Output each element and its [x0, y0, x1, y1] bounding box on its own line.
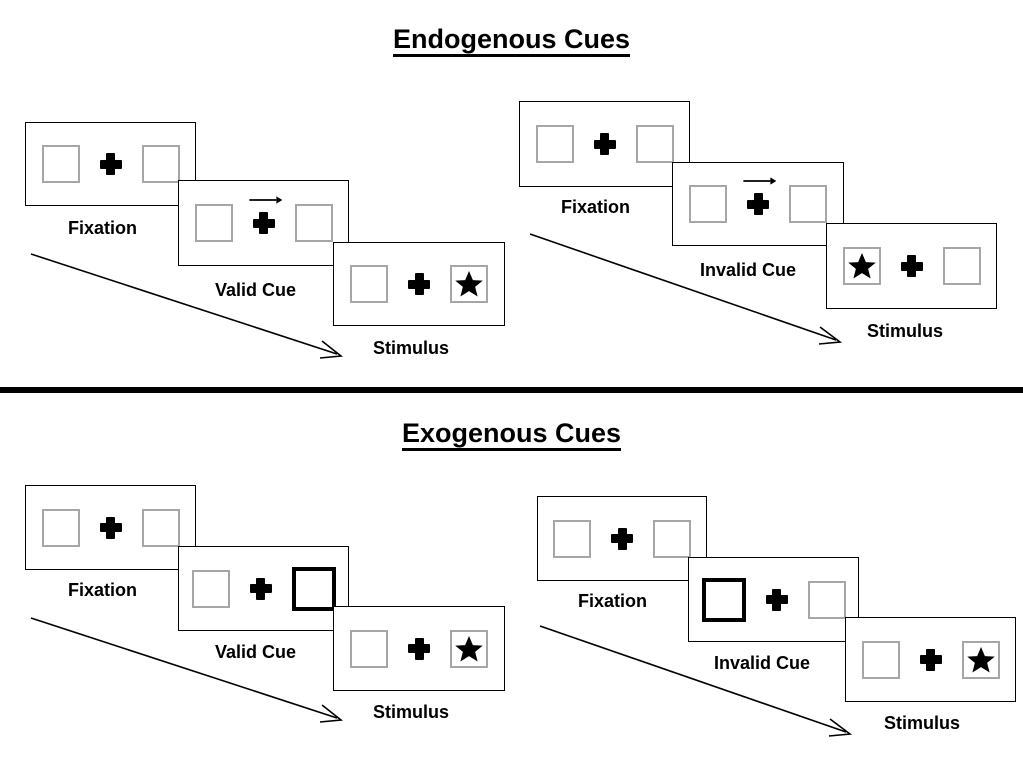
- time-flow-arrow-icon: [529, 233, 843, 345]
- arrow-right-icon: [248, 196, 282, 204]
- star-icon: [847, 253, 876, 279]
- right-box: [141, 145, 180, 183]
- plus-icon: [918, 647, 944, 673]
- panel-exogenous-invalid-fixation: [537, 496, 707, 581]
- right-box: [807, 580, 846, 619]
- plus-icon: [609, 526, 635, 552]
- right-box-with-target: [450, 265, 488, 303]
- panel-endogenous-invalid-cue: [672, 162, 844, 246]
- section-title-exogenous: Exogenous Cues: [0, 418, 1023, 452]
- plus-icon: [406, 636, 432, 662]
- fixation-cross-wrap: [727, 177, 789, 217]
- left-box: [191, 569, 230, 608]
- panel-content: [334, 607, 504, 690]
- section-title-endogenous: Endogenous Cues: [0, 24, 1023, 58]
- plus-icon: [764, 587, 790, 613]
- star-icon: [966, 646, 995, 672]
- panel-endogenous-valid-stimulus: [333, 242, 505, 326]
- panel-endogenous-valid-fixation: [25, 122, 196, 206]
- panel-content: [520, 102, 689, 186]
- panel-content: [179, 547, 348, 630]
- fixation-cross-wrap: [574, 131, 636, 157]
- plus-icon: [899, 253, 925, 279]
- panel-content: [179, 181, 348, 265]
- panel-content: [827, 224, 996, 308]
- fixation-cross-wrap: [881, 253, 943, 279]
- plus-icon: [98, 515, 124, 541]
- right-box: [653, 519, 691, 558]
- left-box: [553, 519, 591, 558]
- left-box: [194, 204, 233, 242]
- left-box: [535, 125, 574, 163]
- left-box: [861, 640, 900, 679]
- left-box: [41, 508, 80, 547]
- panel-endogenous-invalid-stimulus: [826, 223, 997, 309]
- left-box: [689, 185, 727, 223]
- fixation-cross-wrap: [230, 576, 292, 602]
- left-box-with-target: [842, 247, 881, 285]
- panel-content: [334, 243, 504, 325]
- plus-icon: [745, 191, 771, 217]
- panel-content: [538, 497, 706, 580]
- left-box: [350, 265, 388, 303]
- caption-endogenous-invalid-stimulus: Stimulus: [867, 321, 944, 341]
- caption-endogenous-invalid-fixation: Fixation: [561, 197, 631, 217]
- right-box-cued: [291, 566, 336, 611]
- section-title-exogenous-text: Exogenous Cues: [401, 419, 622, 452]
- caption-exogenous-invalid-stimulus: Stimulus: [884, 713, 961, 733]
- panel-exogenous-valid-cue: [178, 546, 349, 631]
- fixation-cross-wrap: [591, 526, 653, 552]
- fixation-cross-wrap: [746, 587, 808, 613]
- right-box: [789, 185, 827, 223]
- left-box: [350, 629, 388, 668]
- panel-content: [689, 558, 858, 641]
- right-box: [635, 125, 674, 163]
- panel-content: [26, 123, 195, 205]
- section-title-endogenous-text: Endogenous Cues: [392, 25, 630, 58]
- right-box-with-target: [961, 640, 1000, 679]
- plus-icon: [592, 131, 618, 157]
- panel-content: [673, 163, 843, 245]
- time-flow-arrow-icon: [30, 253, 344, 359]
- left-box: [41, 145, 80, 183]
- right-box: [942, 247, 981, 285]
- panel-exogenous-valid-fixation: [25, 485, 196, 570]
- panel-exogenous-valid-stimulus: [333, 606, 505, 691]
- fixation-cross-wrap: [80, 151, 142, 177]
- plus-icon: [406, 271, 432, 297]
- fixation-cross-wrap: [233, 196, 295, 236]
- fixation-cross-wrap: [388, 271, 450, 297]
- right-box: [141, 508, 180, 547]
- caption-endogenous-valid-stimulus: Stimulus: [373, 338, 450, 358]
- caption-exogenous-valid-cue: Valid Cue: [215, 642, 297, 662]
- panel-endogenous-valid-cue: [178, 180, 349, 266]
- plus-icon: [98, 151, 124, 177]
- panel-exogenous-invalid-stimulus: [845, 617, 1016, 702]
- caption-exogenous-invalid-fixation: Fixation: [578, 591, 648, 611]
- star-icon: [455, 635, 483, 661]
- panel-endogenous-invalid-fixation: [519, 101, 690, 187]
- caption-endogenous-valid-fixation: Fixation: [68, 218, 138, 238]
- section-divider: [0, 387, 1023, 393]
- caption-endogenous-valid-cue: Valid Cue: [215, 280, 297, 300]
- star-icon: [455, 271, 483, 297]
- panel-exogenous-invalid-cue: [688, 557, 859, 642]
- caption-exogenous-valid-fixation: Fixation: [68, 580, 138, 600]
- left-box-cued: [701, 577, 746, 622]
- right-box-with-target: [450, 629, 488, 668]
- caption-exogenous-valid-stimulus: Stimulus: [373, 702, 450, 722]
- right-box: [294, 204, 333, 242]
- panel-content: [26, 486, 195, 569]
- fixation-cross-wrap: [80, 515, 142, 541]
- caption-endogenous-invalid-cue: Invalid Cue: [700, 260, 797, 280]
- fixation-cross-wrap: [388, 636, 450, 662]
- plus-icon: [251, 210, 277, 236]
- plus-icon: [248, 576, 274, 602]
- fixation-cross-wrap: [900, 647, 962, 673]
- arrow-right-icon: [743, 177, 777, 185]
- caption-exogenous-invalid-cue: Invalid Cue: [714, 653, 811, 673]
- panel-content: [846, 618, 1015, 701]
